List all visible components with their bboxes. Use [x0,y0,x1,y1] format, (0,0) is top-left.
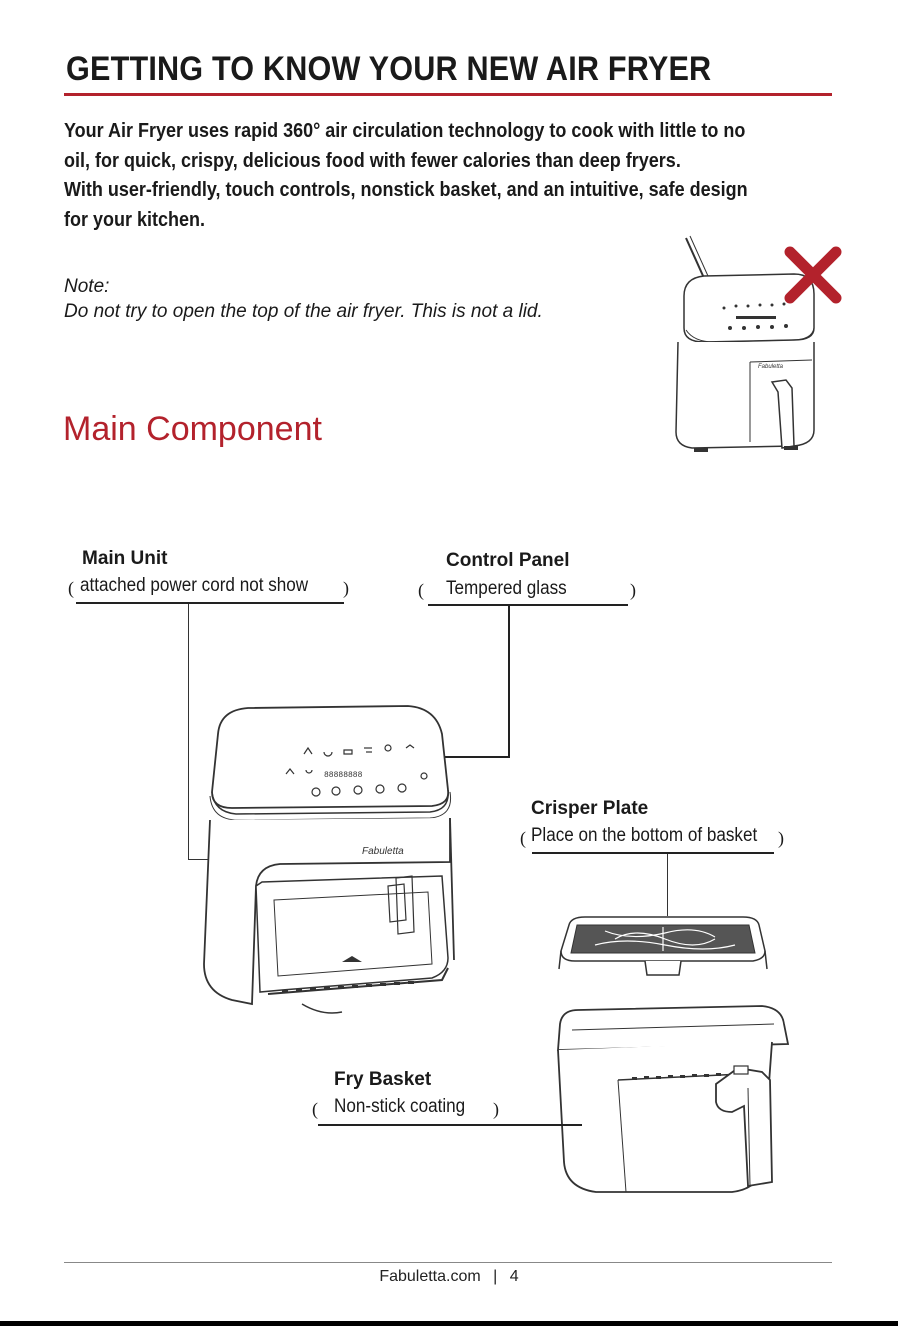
fry-basket-leader [318,1124,582,1126]
control-panel-leader-h [426,756,510,758]
crisper-plate-illustration [558,916,768,976]
paren-close: ) [778,828,784,848]
control-panel-leader [508,606,510,758]
page-title: GETTING TO KNOW YOUR NEW AIR FRYER [66,50,712,88]
main-unit-underline [76,602,344,604]
cross-mark-icon [784,246,842,304]
fry-basket-note: Non-stick coating [334,1096,466,1117]
intro-line: for your kitchen. [64,208,206,231]
main-unit-label: Main Unit [82,548,168,569]
paren-open: ( [418,580,424,600]
paren-close: ) [343,578,349,598]
paren-open: ( [68,578,74,598]
intro-line: With user-friendly, touch controls, nons… [64,179,748,201]
intro-line: Your Air Fryer uses rapid 360° air circu… [64,120,746,142]
paren-close: ) [493,1099,499,1119]
crisper-plate-note: Place on the bottom of basket [531,825,758,846]
intro-line: oil, for quick, crispy, delicious food w… [64,149,681,172]
main-unit-illustration: 88888888 Fabuletta [203,705,455,1014]
page-number: 4 [509,1268,519,1285]
section-title: Main Component [63,410,322,448]
paren-open: ( [520,828,526,848]
fry-basket-illustration [557,1005,790,1193]
crisper-plate-label: Crisper Plate [531,798,649,819]
brand-label: Fabuletta [362,846,404,857]
footer-site: Fabuletta.com [379,1268,481,1285]
control-panel-label: Control Panel [446,550,570,571]
title-divider [64,93,832,96]
footer-divider [64,1262,832,1263]
fry-basket-label: Fry Basket [334,1069,432,1090]
crisper-plate-underline [532,852,774,854]
small-air-fryer-illustration: Fabuletta [675,235,815,452]
main-unit-leader [188,604,189,860]
bottom-edge [0,1321,898,1326]
footer-separator: | [493,1268,498,1285]
crisper-plate-leader [667,854,668,916]
brand-label-small: Fabuletta [758,364,784,370]
note-text: Do not try to open the top of the air fr… [64,301,543,322]
intro-paragraph: Your Air Fryer uses rapid 360° air circu… [64,117,784,235]
control-panel-note: Tempered glass [446,578,567,599]
svg-text:88888888: 88888888 [324,771,363,780]
paren-open: ( [312,1099,318,1119]
footer: Fabuletta.com | 4 [0,1268,898,1286]
main-unit-note: attached power cord not show [80,575,309,596]
control-panel-underline [428,604,628,606]
paren-close: ) [630,580,636,600]
note-label: Note: [64,276,110,297]
